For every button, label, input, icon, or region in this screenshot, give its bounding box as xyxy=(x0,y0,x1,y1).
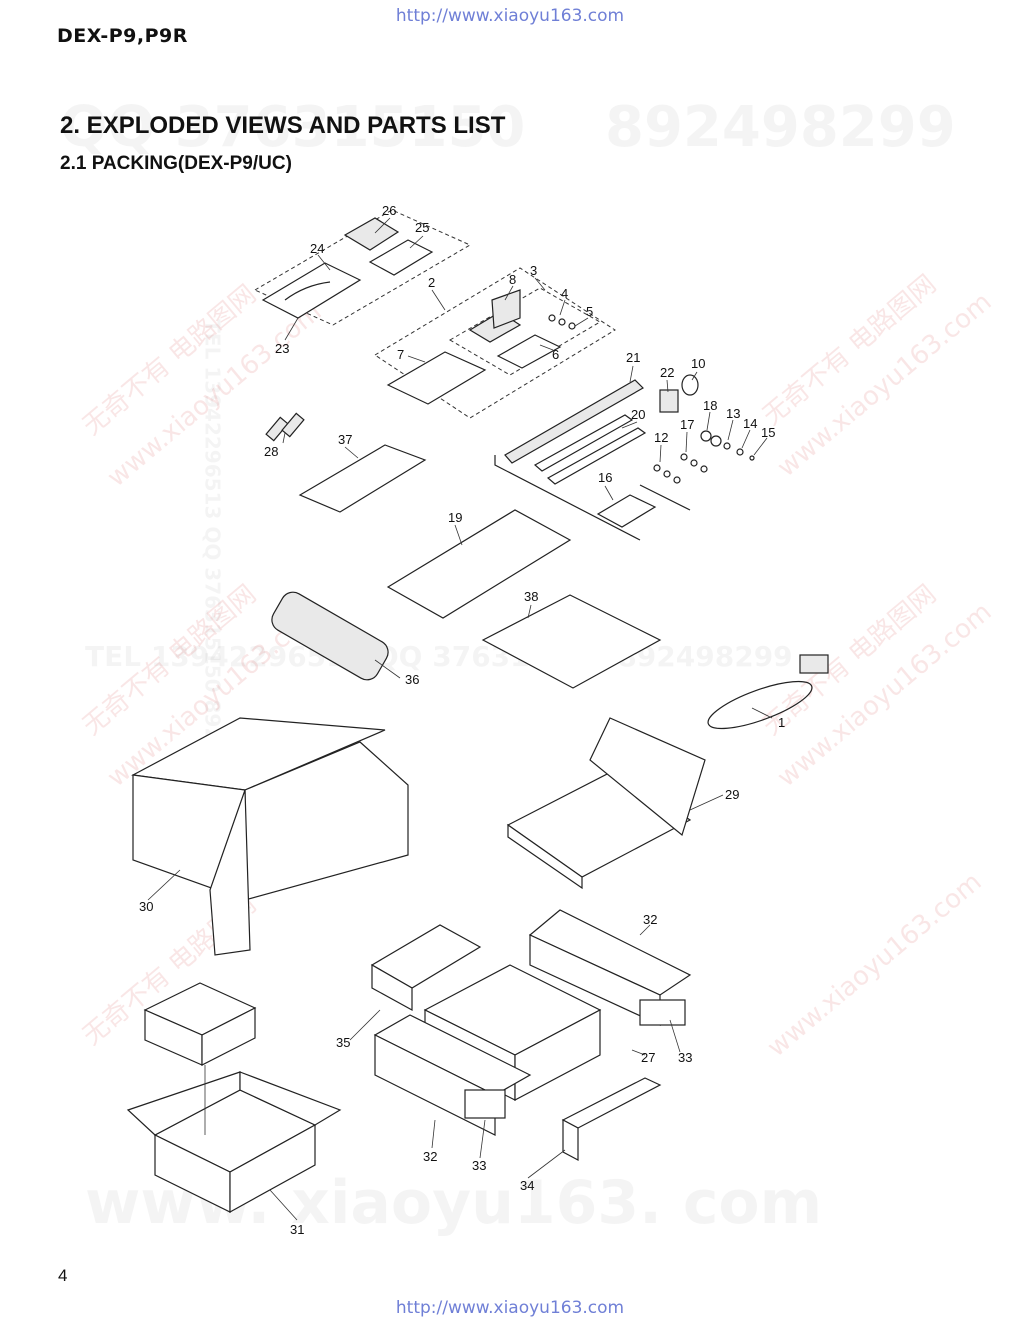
section-subtitle: 2.1 PACKING(DEX-P9/UC) xyxy=(60,153,292,174)
part-22 xyxy=(659,389,679,413)
callout-12: 12 xyxy=(654,430,668,445)
callout-10: 10 xyxy=(691,356,705,371)
bag-6 xyxy=(496,334,562,369)
bag-16 xyxy=(596,494,657,528)
callout-1: 1 xyxy=(778,715,785,730)
model-name: DEX-P9,P9R xyxy=(57,25,188,47)
carton-31-flap-right xyxy=(239,1071,342,1126)
screw-set xyxy=(653,430,755,484)
strip-20b xyxy=(546,427,647,485)
watermark-number: 892498299 xyxy=(605,95,956,160)
callout-16: 16 xyxy=(598,470,612,485)
callout-13: 13 xyxy=(726,406,740,421)
callout-28: 28 xyxy=(264,444,278,459)
bar-34 xyxy=(561,1077,662,1129)
cord-1 xyxy=(707,680,813,730)
callout-33a: 33 xyxy=(678,1050,692,1065)
cord-1-connector xyxy=(799,654,829,674)
callout-31: 31 xyxy=(290,1222,304,1237)
part-10 xyxy=(681,374,699,396)
callout-19: 19 xyxy=(448,510,462,525)
callout-6: 6 xyxy=(552,347,559,362)
callout-32b: 32 xyxy=(423,1149,437,1164)
leader-lines xyxy=(147,217,773,1221)
callout-7: 7 xyxy=(397,347,404,362)
screw-set-bracket xyxy=(639,484,691,511)
callout-17: 17 xyxy=(680,417,694,432)
watermark-tel: TEL 13942296513 QQ 376315150 892498299 xyxy=(85,640,793,673)
callout-labels: 1 2 3 4 5 6 7 8 10 12 13 14 15 16 17 18 … xyxy=(139,203,785,1237)
screw-5 xyxy=(568,322,576,330)
battery-28a xyxy=(265,416,289,442)
tray-29-front xyxy=(507,823,583,890)
tray-29-lid xyxy=(589,717,706,837)
footer-url[interactable]: http://www.xiaoyu163.com xyxy=(395,1298,625,1318)
callout-2: 2 xyxy=(428,275,435,290)
battery-28b xyxy=(281,412,305,438)
part-25 xyxy=(368,239,434,276)
callout-29: 29 xyxy=(725,787,739,802)
inner-box-side xyxy=(201,1007,256,1066)
callout-23: 23 xyxy=(275,341,289,356)
callout-38: 38 xyxy=(524,589,538,604)
accessory-group-outline xyxy=(253,209,472,326)
bag-23-crease xyxy=(284,281,331,301)
callout-8: 8 xyxy=(509,272,516,287)
callout-4: 4 xyxy=(561,286,568,301)
unit-27-side xyxy=(514,1009,601,1101)
rail-group-bracket xyxy=(494,455,641,541)
carton-30-flap xyxy=(209,789,251,956)
strip-20a xyxy=(533,414,634,472)
bag-23 xyxy=(261,262,362,319)
bracket-8-side xyxy=(491,289,521,329)
bag-37 xyxy=(298,444,427,513)
callout-21: 21 xyxy=(626,350,640,365)
callout-25: 25 xyxy=(415,220,429,235)
part-26 xyxy=(343,217,400,251)
callout-14: 14 xyxy=(743,416,757,431)
callout-24: 24 xyxy=(310,241,324,256)
callout-26: 26 xyxy=(382,203,396,218)
carton-31-side xyxy=(229,1123,316,1214)
callout-15: 15 xyxy=(761,425,775,440)
remote-36 xyxy=(271,591,389,681)
screw-4b xyxy=(558,318,566,326)
callout-37: 37 xyxy=(338,432,352,447)
callout-22: 22 xyxy=(660,365,674,380)
page-number: 4 xyxy=(58,1266,68,1285)
callout-34: 34 xyxy=(520,1178,534,1193)
header-url[interactable]: http://www.xiaoyu163.com xyxy=(395,6,625,26)
callout-36: 36 xyxy=(405,672,419,687)
callout-27: 27 xyxy=(641,1050,655,1065)
block-35-front xyxy=(371,963,413,1012)
block-33a xyxy=(639,999,686,1026)
callout-5: 5 xyxy=(586,304,593,319)
callout-30: 30 xyxy=(139,899,153,914)
bar-34-front xyxy=(562,1119,579,1161)
watermark-qq: QQ 376315150 xyxy=(60,95,525,160)
rail-21 xyxy=(504,379,644,464)
bag-7 xyxy=(386,351,487,405)
callout-32a: 32 xyxy=(643,912,657,927)
bag-19 xyxy=(386,509,572,619)
section-title: 2. EXPLODED VIEWS AND PARTS LIST xyxy=(60,112,506,139)
block-33b xyxy=(464,1089,506,1119)
callout-33b: 33 xyxy=(472,1158,486,1173)
bag-38 xyxy=(481,594,662,689)
callout-18: 18 xyxy=(703,398,717,413)
screw-4 xyxy=(548,314,556,322)
callout-35: 35 xyxy=(336,1035,350,1050)
callout-3: 3 xyxy=(530,263,537,278)
callout-20: 20 xyxy=(631,407,645,422)
